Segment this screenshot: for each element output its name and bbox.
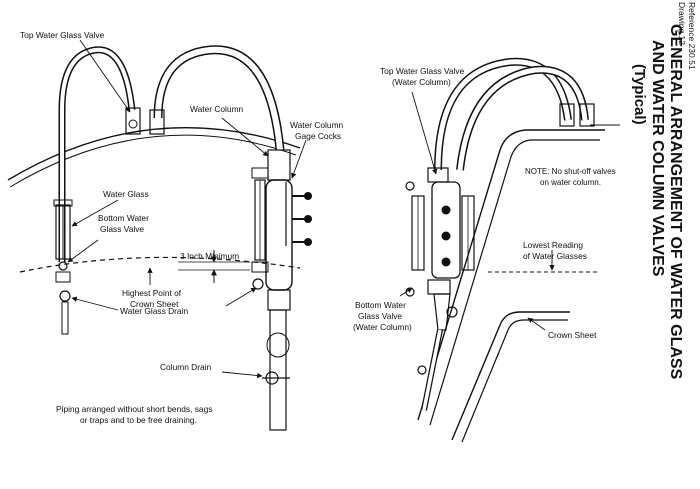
bottom-water-glass-valve [55,261,71,283]
label-r-top-valve-1: Top Water Glass Valve [380,66,465,76]
boiler-shell-arc [7,126,301,181]
label-r-bottom-valve-3: (Water Column) [353,322,412,332]
reference-block: Reference 230.51 Drawing 12 [677,2,697,70]
label-bottom-valve-1: Bottom Water [98,213,149,223]
title-block: GENERAL ARRANGEMENT OF WATER GLASS [667,24,684,380]
label-gage-cocks-2: Gage Cocks [295,131,341,141]
label-drain: Water Glass Drain [120,306,188,316]
reference-number: Reference 230.51 [687,2,697,70]
label-minimum: 3 Inch Minimum [180,251,239,261]
crown-sheet-line [19,256,301,273]
label-r-note-2: on water column. [540,178,601,187]
label-gage-cocks-1: Water Column [290,120,344,130]
label-column-drain: Column Drain [160,362,212,372]
label-highest-1: Highest Point of [122,288,182,298]
column-glass [251,167,269,290]
gage-cocks [285,182,312,246]
water-glass [53,199,73,260]
right-view: Top Water Glass Valve (Water Column) NOT… [353,57,620,443]
title-line-3: (Typical) [631,64,648,125]
water-glass-drain [59,290,71,335]
title-line-2: AND WATER COLUMN VALVES [649,40,666,277]
label-r-lowest-2: of Water Glasses [523,251,587,261]
crown-sheet [451,311,570,441]
label-water-glass: Water Glass [103,189,149,199]
title-line-1: GENERAL ARRANGEMENT OF WATER GLASS [667,24,684,380]
backhead-inner [429,139,600,426]
label-r-bottom-valve-1: Bottom Water [355,300,406,310]
boiler-shell-arc-inner [9,134,297,188]
label-bottom-valve-2: Glass Valve [100,224,144,234]
label-top-water-glass-valve: Top Water Glass Valve [20,30,105,40]
right-water-column [405,167,475,411]
title-line-2-group: AND WATER COLUMN VALVES [649,40,666,277]
label-r-note-1: NOTE: No shut-off valves [525,167,616,176]
label-r-bottom-valve-2: Glass Valve [358,311,402,321]
label-r-crown-sheet: Crown Sheet [548,330,597,340]
label-highest-2: Crown Sheet [130,299,179,309]
drawing-number: Drawing 12 [677,2,687,45]
label-r-top-valve-2: (Water Column) [392,77,451,87]
label-water-column: Water Column [190,104,244,114]
water-column [262,149,293,431]
label-piping-note-2: or traps and to be free draining. [80,415,197,425]
label-piping-note-1: Piping arranged without short bends, sag… [56,404,212,414]
top-water-glass-valve [125,107,165,135]
backhead-outer [417,129,605,421]
label-r-lowest-1: Lowest Reading [523,240,583,250]
left-view: Top Water Glass Valve Water Column Water… [7,30,344,431]
title-line-3-group: (Typical) [631,64,648,125]
